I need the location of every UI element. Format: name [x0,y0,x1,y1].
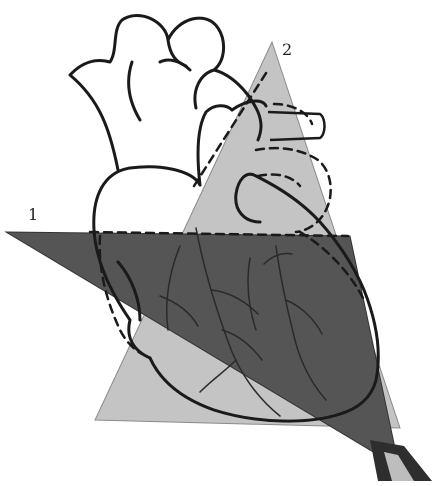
ultrasound-probe [370,440,432,481]
plane-2-label: 2 [282,40,292,59]
plane-1-label: 1 [28,205,38,224]
